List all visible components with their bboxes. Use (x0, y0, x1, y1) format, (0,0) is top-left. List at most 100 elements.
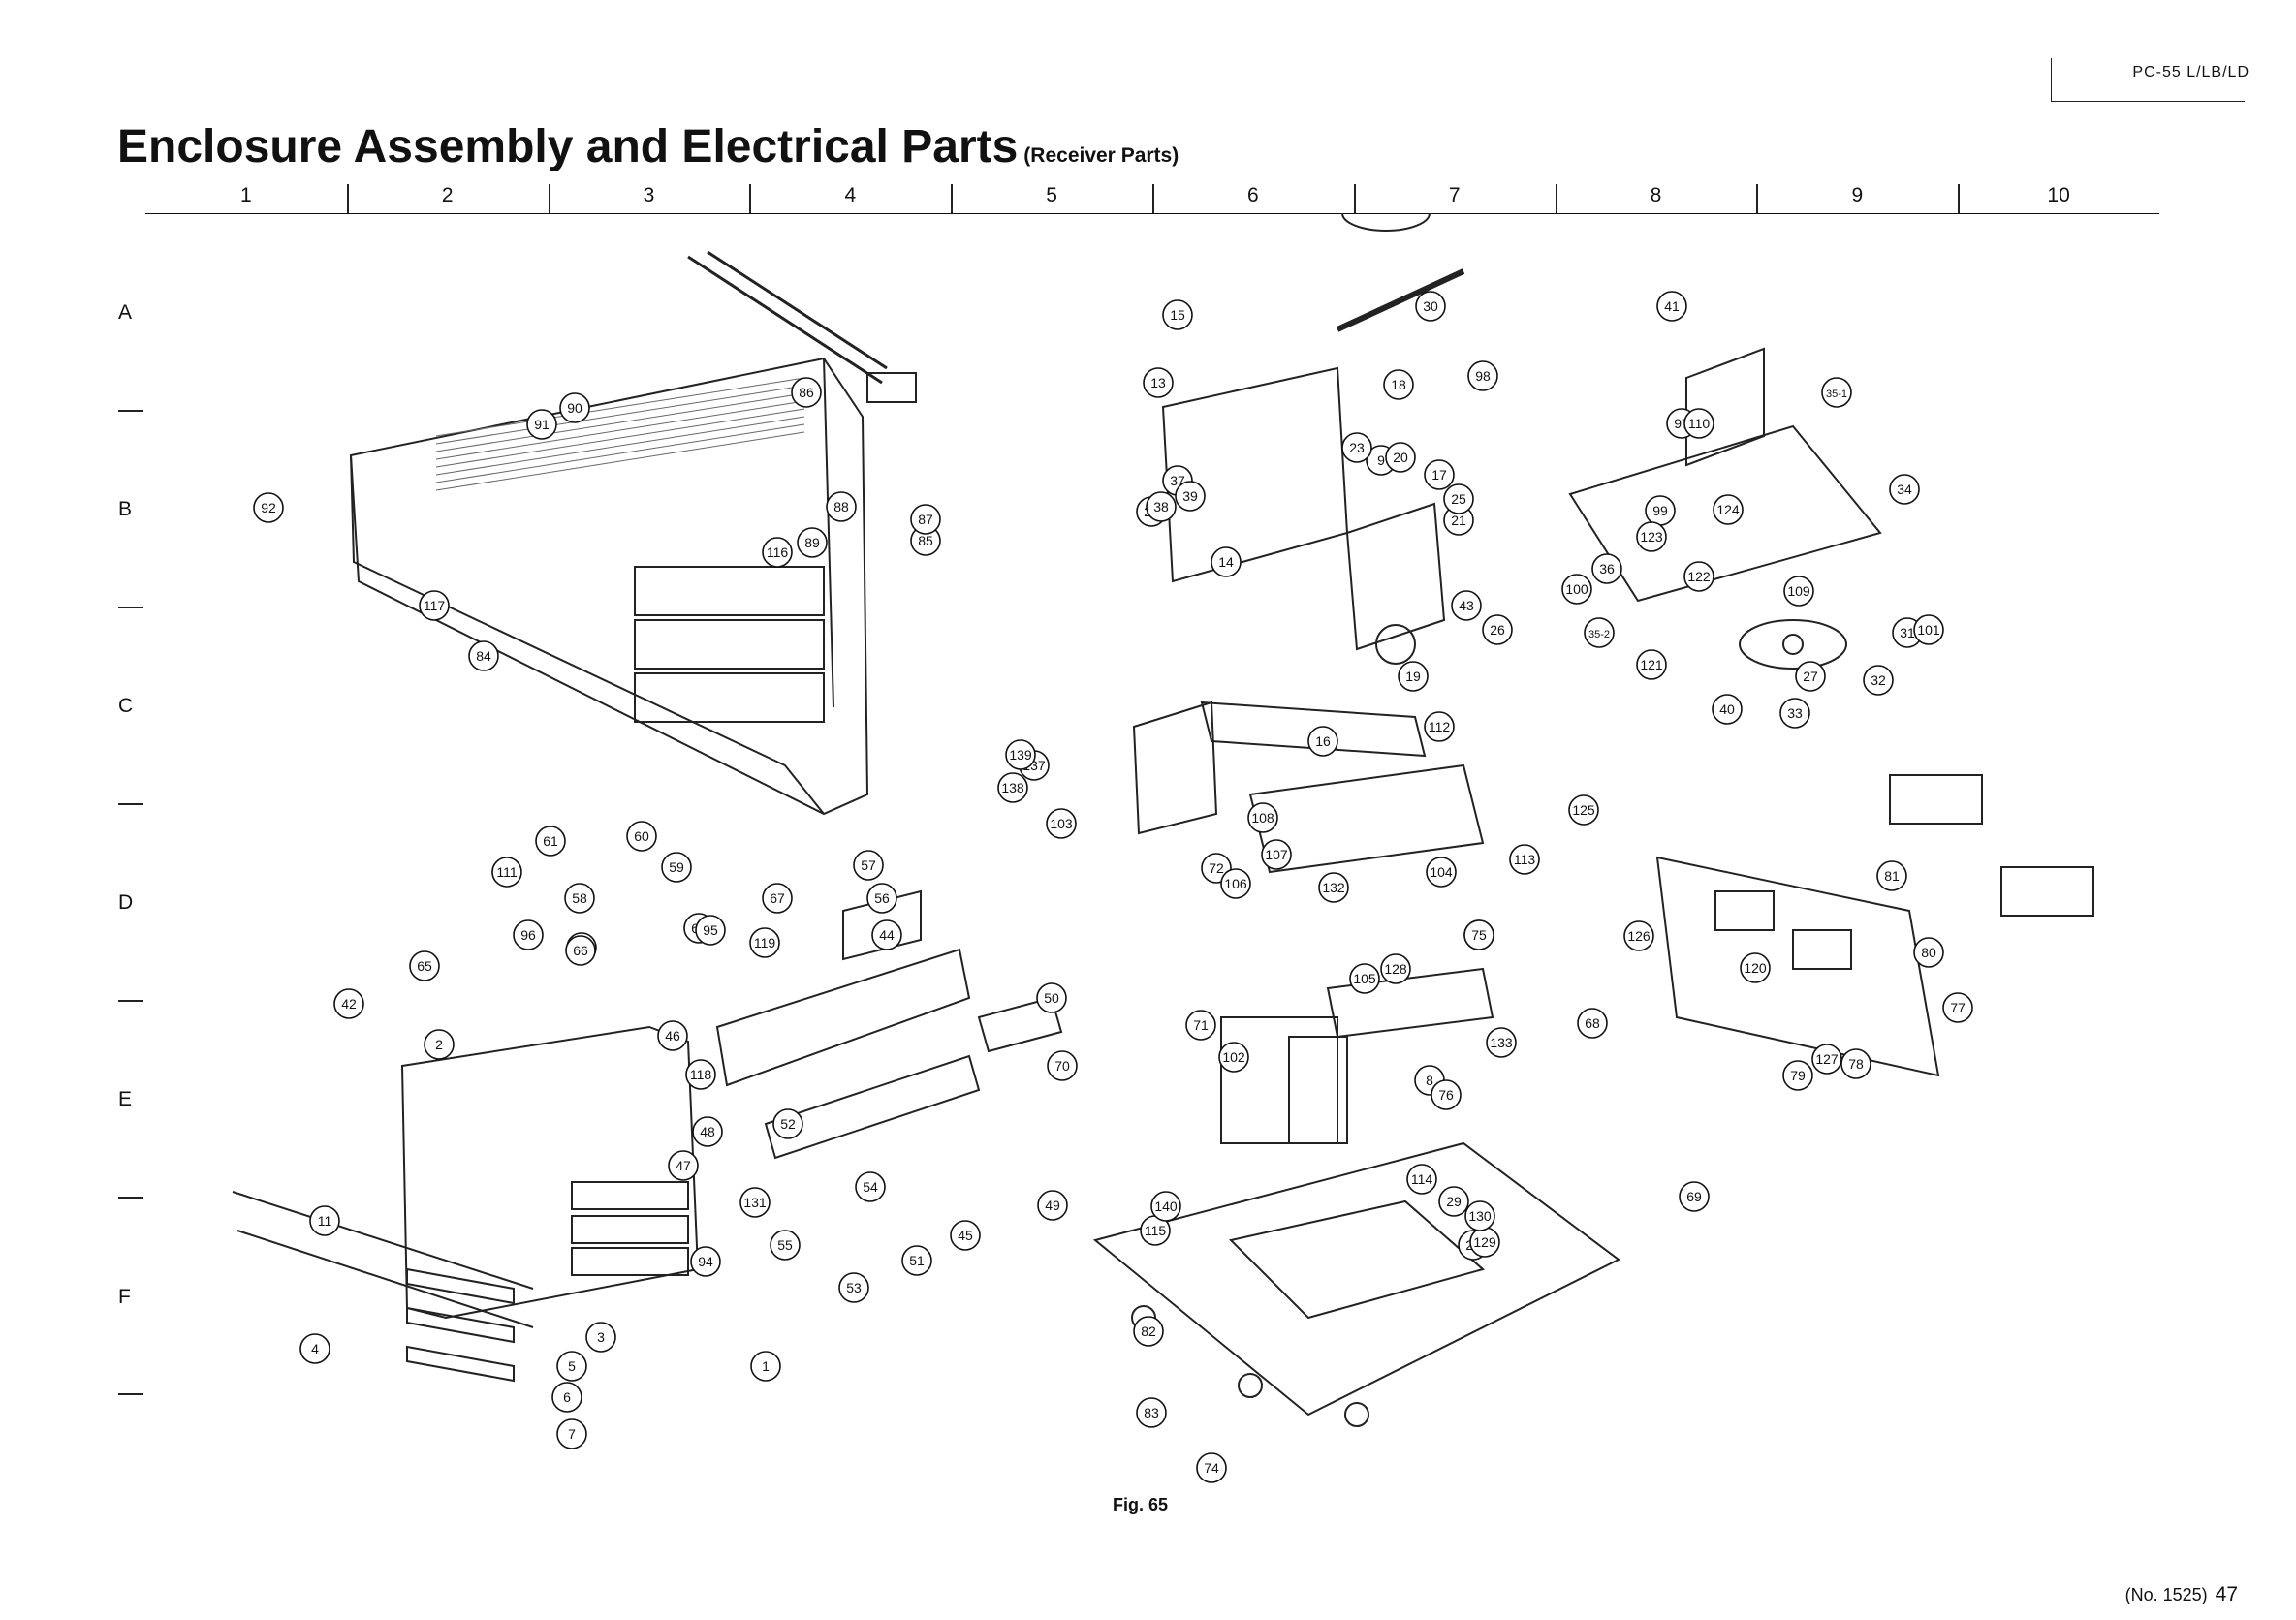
part-callout: 54 (855, 1171, 886, 1202)
row-label: C (118, 695, 134, 718)
svg-text:129: 129 (1473, 1234, 1496, 1250)
svg-text:108: 108 (1251, 810, 1274, 826)
part-callout: 53 (838, 1272, 869, 1303)
svg-text:39: 39 (1182, 488, 1198, 504)
column-tick (346, 184, 349, 213)
part-callout: 105 (1349, 963, 1380, 994)
svg-text:57: 57 (861, 857, 876, 873)
svg-text:8: 8 (1426, 1073, 1433, 1088)
part-callout: 95 (695, 915, 726, 946)
svg-text:18: 18 (1391, 377, 1406, 392)
column-tick (1152, 184, 1154, 213)
svg-text:65: 65 (417, 958, 432, 974)
part-callout: 118 (685, 1059, 716, 1090)
svg-text:110: 110 (1688, 416, 1711, 431)
svg-text:29: 29 (1446, 1194, 1462, 1209)
part-callout: 128 (1380, 953, 1411, 984)
part-callout: 140 (1150, 1191, 1181, 1222)
svg-text:66: 66 (573, 943, 588, 958)
part-callout: 19 (1398, 661, 1429, 692)
svg-text:128: 128 (1384, 961, 1407, 977)
column-tick (1958, 184, 1961, 213)
svg-text:21: 21 (1451, 513, 1466, 528)
part-callout: 56 (866, 883, 897, 914)
svg-text:20: 20 (1393, 450, 1408, 465)
part-callout: 46 (657, 1020, 688, 1051)
part-callout: 58 (564, 883, 595, 914)
part-callout: 85 (910, 525, 941, 556)
column-tick (1756, 184, 1759, 213)
part-callout: 100 (1561, 574, 1592, 605)
svg-text:117: 117 (424, 598, 446, 613)
svg-text:79: 79 (1790, 1068, 1806, 1083)
part-callout: 116 (762, 537, 793, 568)
svg-text:55: 55 (777, 1237, 793, 1253)
part-callout: 132 (1318, 872, 1349, 903)
part-callout: 20 (1385, 442, 1416, 473)
svg-text:115: 115 (1145, 1223, 1167, 1238)
part-callout: 139 (1005, 739, 1036, 770)
svg-text:70: 70 (1054, 1058, 1070, 1074)
document-number: (No. 1525) (2124, 1585, 2208, 1604)
svg-text:85: 85 (918, 533, 933, 548)
row-label: E (118, 1088, 133, 1111)
row-tick (118, 607, 143, 609)
part-callout: 55 (770, 1230, 801, 1261)
svg-text:15: 15 (1170, 307, 1185, 323)
svg-text:118: 118 (690, 1067, 712, 1082)
part-callout: 61 (535, 826, 566, 857)
front-panel-drawing (232, 1025, 700, 1383)
part-callout: 2 (424, 1029, 455, 1060)
part-callout: 65 (409, 950, 440, 981)
svg-text:4: 4 (311, 1341, 319, 1356)
part-callout: 111 (491, 857, 522, 888)
part-callout: 92 (253, 492, 284, 523)
part-callout: 11 (309, 1205, 340, 1236)
svg-text:133: 133 (1490, 1035, 1513, 1050)
svg-text:7: 7 (568, 1426, 576, 1442)
svg-text:45: 45 (958, 1228, 973, 1243)
part-callout: 4 (299, 1333, 330, 1364)
svg-text:59: 59 (669, 859, 684, 875)
page-title: Enclosure Assembly and Electrical Parts(… (117, 120, 1179, 173)
part-callout: 57 (853, 850, 884, 881)
part-callout: 35-2 (1584, 617, 1615, 648)
part-callout: 74 (1196, 1452, 1227, 1483)
part-callout: 48 (692, 1116, 723, 1147)
svg-text:88: 88 (833, 499, 849, 514)
part-callout: 98 (1467, 360, 1498, 391)
svg-text:89: 89 (804, 535, 820, 550)
svg-text:34: 34 (1897, 482, 1912, 497)
svg-text:90: 90 (567, 400, 582, 416)
part-callout: 125 (1568, 794, 1599, 826)
tuner-mechanism-drawing (1161, 213, 1465, 665)
svg-text:5: 5 (568, 1358, 576, 1374)
part-callout: 90 (559, 392, 590, 423)
part-callout: 13 (1143, 367, 1174, 398)
svg-text:139: 139 (1009, 747, 1032, 763)
column-label: 9 (1851, 184, 1864, 206)
svg-text:17: 17 (1431, 467, 1447, 483)
svg-text:53: 53 (846, 1280, 862, 1295)
part-callout: 102 (1218, 1042, 1249, 1073)
column-label: 1 (240, 184, 252, 206)
part-callout: 109 (1783, 576, 1814, 607)
svg-text:101: 101 (1917, 622, 1940, 638)
part-callout: 104 (1426, 857, 1457, 888)
part-callout: 75 (1463, 919, 1494, 950)
svg-text:132: 132 (1322, 880, 1345, 895)
svg-text:138: 138 (1001, 780, 1024, 795)
svg-text:13: 13 (1150, 375, 1166, 390)
svg-text:114: 114 (1411, 1171, 1433, 1187)
title-subtitle: (Receiver Parts) (1023, 144, 1179, 167)
svg-text:72: 72 (1209, 860, 1224, 876)
part-callout: 26 (1482, 614, 1513, 645)
svg-text:127: 127 (1815, 1051, 1839, 1067)
antenna-drawing (687, 250, 917, 403)
row-label: B (118, 498, 133, 521)
part-callout: 80 (1913, 937, 1944, 968)
part-callout: 35-1 (1821, 377, 1852, 408)
svg-text:105: 105 (1353, 971, 1376, 986)
part-callout: 21 (1443, 505, 1474, 536)
